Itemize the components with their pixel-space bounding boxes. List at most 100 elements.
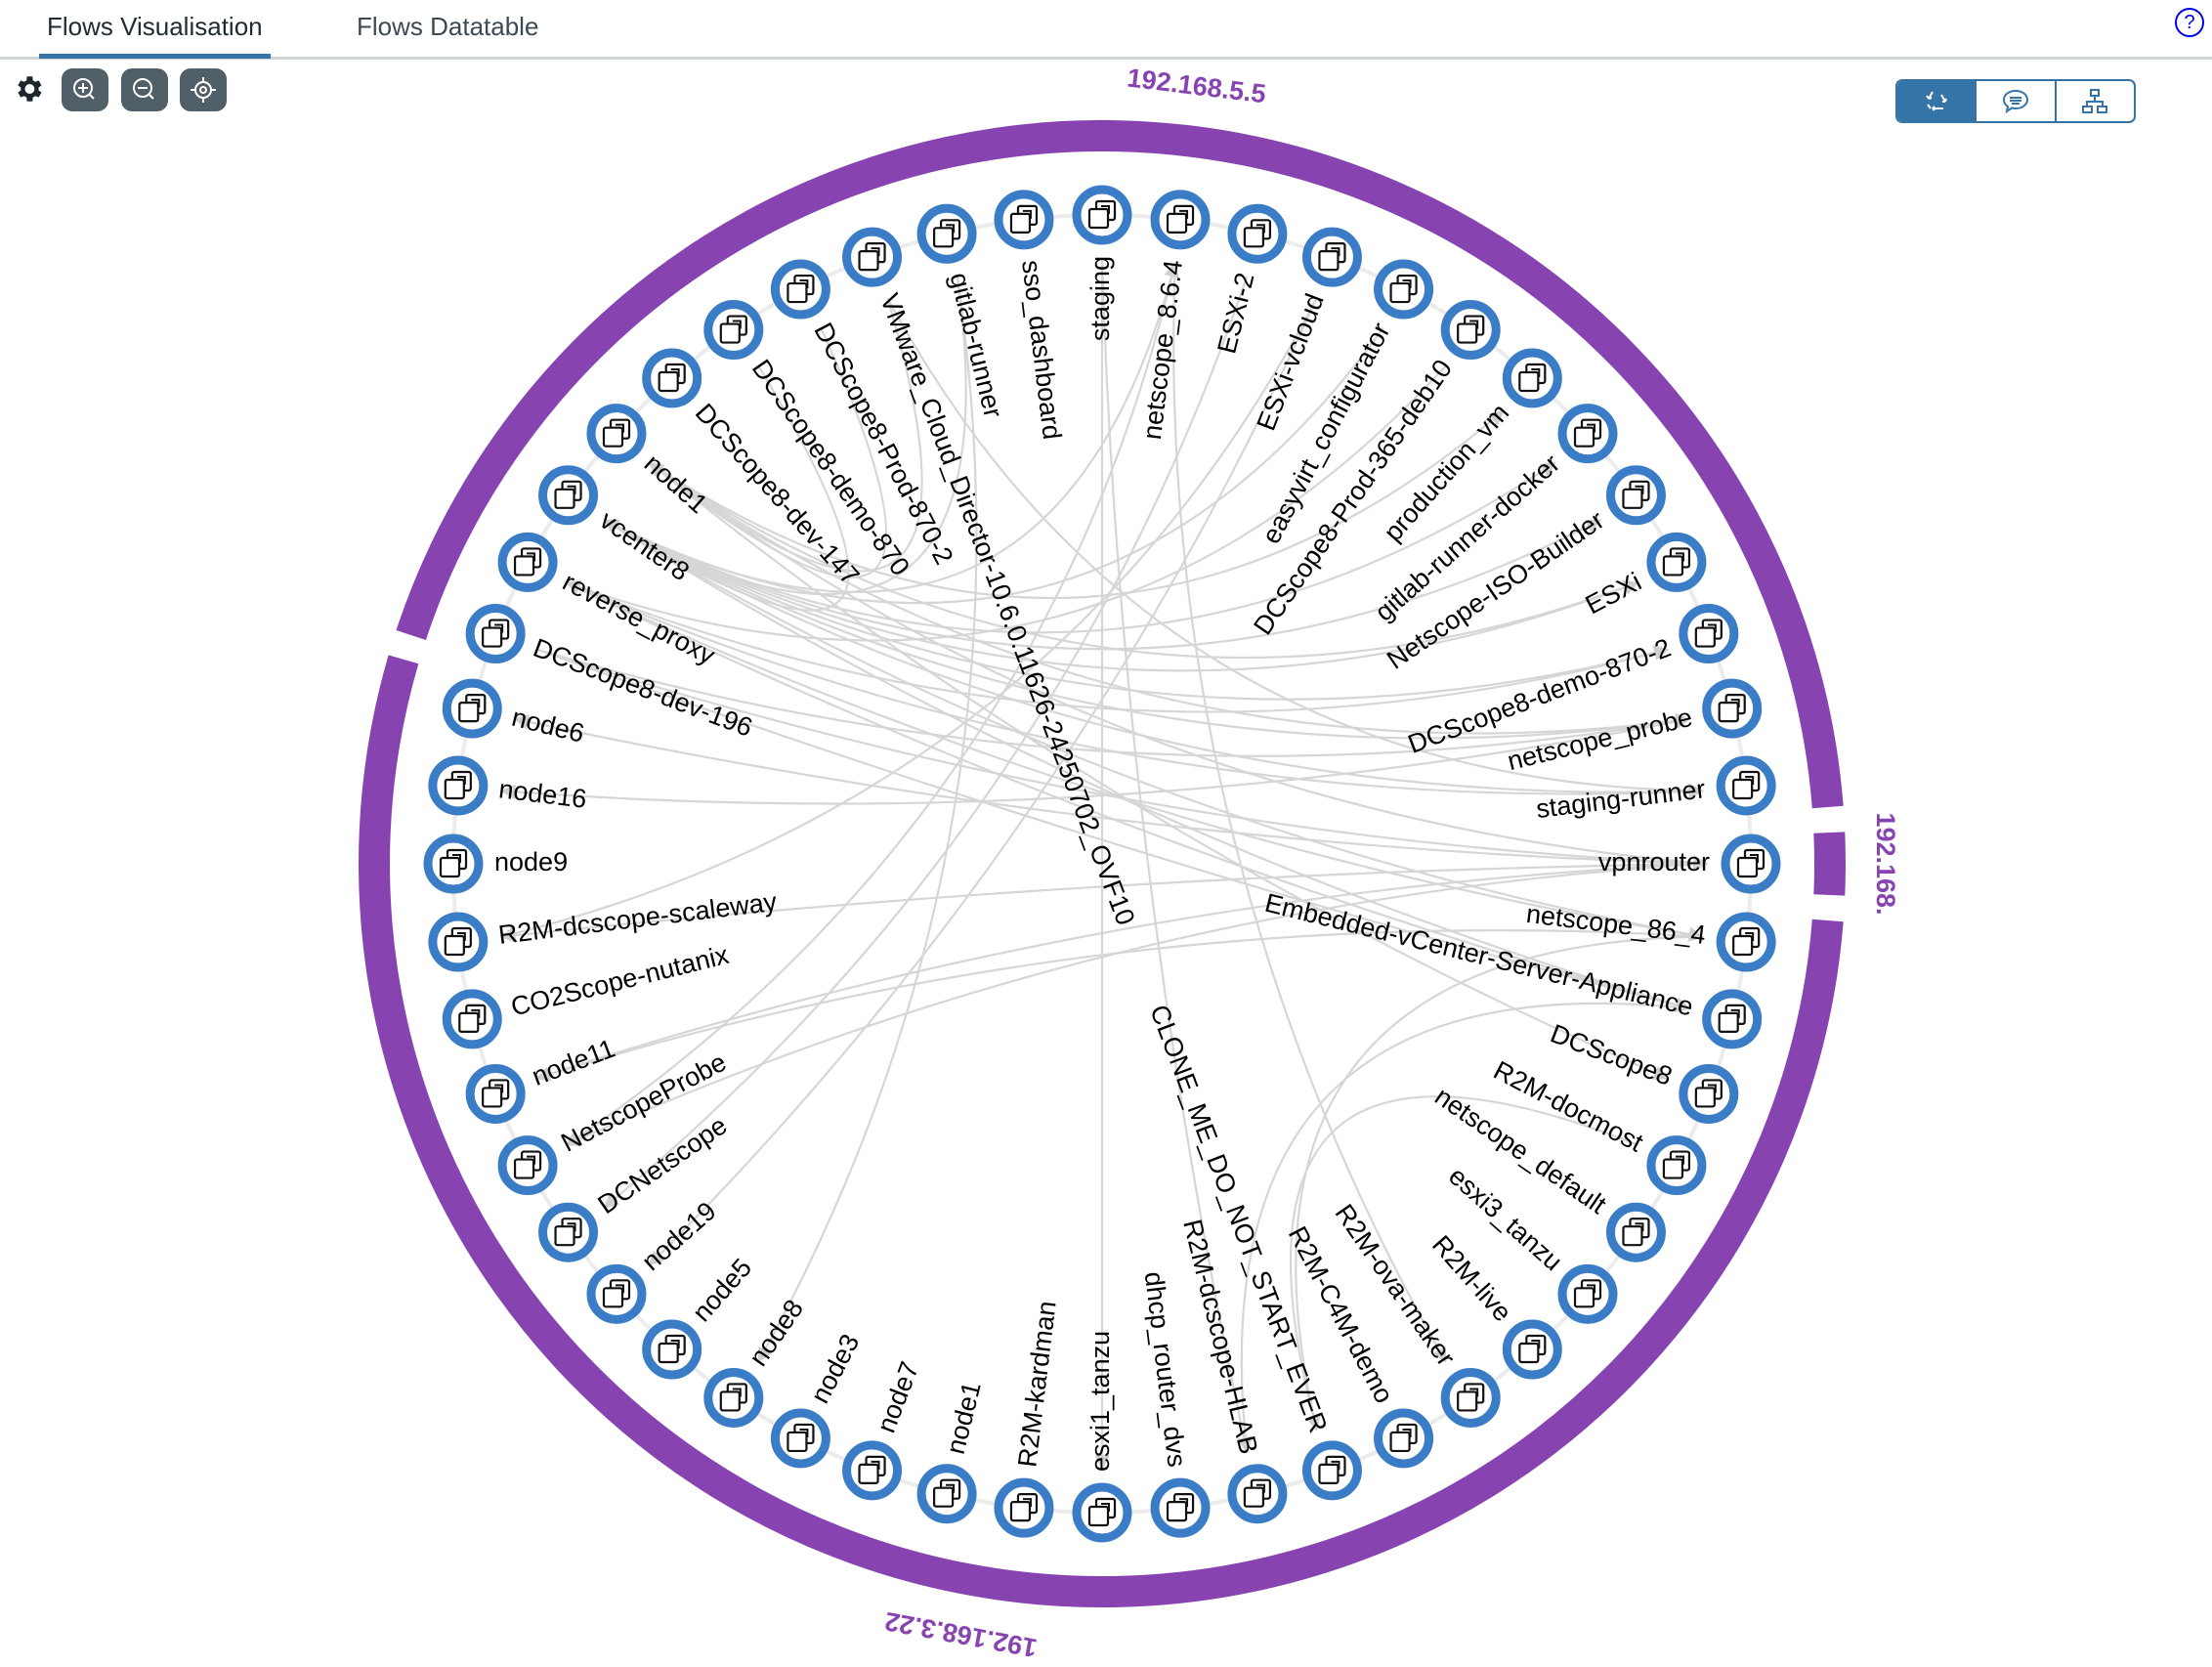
vm-node[interactable] xyxy=(1374,1408,1434,1469)
vm-node[interactable] xyxy=(1605,1202,1666,1262)
vm-node[interactable] xyxy=(1557,404,1618,464)
vm-node[interactable] xyxy=(842,1440,903,1501)
flow-edge[interactable] xyxy=(535,648,1691,757)
vm-node[interactable] xyxy=(703,300,764,361)
flow-edge[interactable] xyxy=(649,461,1639,660)
vm-node-label[interactable]: node3 xyxy=(805,1329,865,1407)
subnet-arc[interactable] xyxy=(359,655,1844,1608)
vm-node[interactable] xyxy=(1605,465,1666,526)
flow-edge[interactable] xyxy=(1100,258,1252,1453)
vm-node[interactable] xyxy=(642,1319,702,1380)
vm-node[interactable] xyxy=(497,532,558,592)
flow-edge[interactable] xyxy=(566,581,1670,713)
flow-edge[interactable] xyxy=(603,327,1384,605)
vm-node[interactable] xyxy=(916,203,977,264)
flow-edge[interactable] xyxy=(604,519,1639,672)
flow-edge[interactable] xyxy=(603,365,850,612)
flow-edge[interactable] xyxy=(604,519,1705,942)
vm-node-label[interactable]: node9 xyxy=(494,847,568,876)
flow-edge[interactable] xyxy=(1238,1002,1690,1453)
vm-node-label[interactable]: vcenter8 xyxy=(595,505,695,587)
vm-node-label[interactable]: R2M-live xyxy=(1426,1230,1517,1328)
flow-edge[interactable] xyxy=(565,263,1176,1146)
flow-edge[interactable] xyxy=(649,409,1505,600)
flow-edge[interactable] xyxy=(534,929,1703,1082)
vm-node-label[interactable]: ESXi xyxy=(1581,567,1646,620)
vm-node-label[interactable]: node7 xyxy=(872,1357,925,1436)
vm-node[interactable] xyxy=(1301,1440,1362,1501)
vm-node-label[interactable]: CO2Scope-nutanix xyxy=(508,940,732,1022)
vm-node-label[interactable]: sso_dashboard xyxy=(1016,259,1067,442)
vm-node[interactable] xyxy=(916,1464,977,1524)
vm-node[interactable] xyxy=(1679,1063,1739,1124)
tab-flows-visualisation[interactable]: Flows Visualisation xyxy=(39,12,271,59)
vm-node[interactable] xyxy=(497,1135,558,1196)
vm-node-label[interactable]: node19 xyxy=(636,1196,721,1276)
vm-node[interactable] xyxy=(1502,1319,1562,1380)
vm-node[interactable] xyxy=(1440,300,1501,361)
flow-edge[interactable] xyxy=(499,717,1690,805)
vm-node[interactable] xyxy=(770,1408,830,1469)
vm-node[interactable] xyxy=(1150,1477,1211,1538)
gear-icon[interactable] xyxy=(12,72,45,106)
vm-node[interactable] xyxy=(1072,1482,1132,1543)
vm-node[interactable] xyxy=(538,465,599,526)
vm-node[interactable] xyxy=(842,227,903,287)
flow-edge[interactable] xyxy=(499,862,1708,943)
vm-node[interactable] xyxy=(770,259,830,320)
flow-edge[interactable] xyxy=(604,519,1670,701)
vm-node-label[interactable]: gitlab-runner xyxy=(944,270,1007,420)
flow-edge[interactable] xyxy=(886,297,1705,798)
flow-edge[interactable] xyxy=(534,862,1708,1082)
flow-edge[interactable] xyxy=(648,297,1318,1266)
vm-node[interactable] xyxy=(1716,912,1776,972)
subnet-arc[interactable] xyxy=(396,120,1844,809)
vm-node-label[interactable]: ESXi-2 xyxy=(1212,270,1259,357)
flow-edge[interactable] xyxy=(535,648,1709,872)
flow-edge[interactable] xyxy=(566,581,1691,1012)
vm-node[interactable] xyxy=(586,1263,647,1324)
vm-node[interactable] xyxy=(1716,755,1776,816)
vm-node[interactable] xyxy=(1646,1135,1707,1196)
flow-edge[interactable] xyxy=(648,461,1670,1081)
vm-node[interactable] xyxy=(994,190,1054,250)
flow-edge[interactable] xyxy=(513,714,1708,866)
vm-node-label[interactable]: node11 xyxy=(528,1034,618,1091)
vm-node[interactable] xyxy=(642,348,702,408)
vm-node-label[interactable]: node5 xyxy=(687,1253,757,1327)
vm-node[interactable] xyxy=(1557,1263,1618,1324)
vm-node-label[interactable]: DCScope8 xyxy=(1547,1018,1677,1090)
flow-edge[interactable] xyxy=(565,364,1447,642)
flow-edge[interactable] xyxy=(1295,935,1703,1432)
vm-node[interactable] xyxy=(703,1367,764,1428)
help-icon[interactable]: ? xyxy=(2175,8,2204,37)
vm-node[interactable] xyxy=(465,604,526,664)
vm-node[interactable] xyxy=(423,834,484,894)
flow-edge[interactable] xyxy=(603,276,1249,1209)
vm-node-label[interactable]: node8 xyxy=(744,1295,809,1372)
vm-node-label[interactable]: node1 xyxy=(941,1379,987,1457)
vm-node-label[interactable]: vpnrouter xyxy=(1598,847,1710,876)
zoom-out-button[interactable] xyxy=(121,68,168,111)
vm-node[interactable] xyxy=(1301,227,1362,287)
vm-node[interactable] xyxy=(1721,834,1781,894)
vm-node[interactable] xyxy=(428,755,489,816)
vm-node[interactable] xyxy=(1646,532,1707,592)
vm-node-label[interactable]: staging xyxy=(1085,256,1115,341)
vm-node[interactable] xyxy=(1440,1367,1501,1428)
vm-node-label[interactable]: node6 xyxy=(509,703,587,748)
vm-node[interactable] xyxy=(442,989,502,1049)
vm-node[interactable] xyxy=(465,1063,526,1124)
vm-node[interactable] xyxy=(1702,989,1763,1049)
vm-node-label[interactable]: esxi1_tanzu xyxy=(1085,1331,1115,1472)
vm-node-label[interactable]: ESXi-vcloud xyxy=(1252,289,1330,434)
vm-node-label[interactable]: netscope_8.6.4 xyxy=(1137,259,1188,442)
vm-node-label[interactable]: node16 xyxy=(497,774,588,814)
view-mode-hierarchy-button[interactable] xyxy=(2054,81,2134,121)
vm-node[interactable] xyxy=(1072,185,1132,245)
vm-node[interactable] xyxy=(586,404,647,464)
recenter-button[interactable] xyxy=(180,68,227,111)
tab-flows-datatable[interactable]: Flows Datatable xyxy=(357,12,539,41)
flow-edge[interactable] xyxy=(648,297,923,573)
zoom-in-button[interactable] xyxy=(62,68,108,111)
